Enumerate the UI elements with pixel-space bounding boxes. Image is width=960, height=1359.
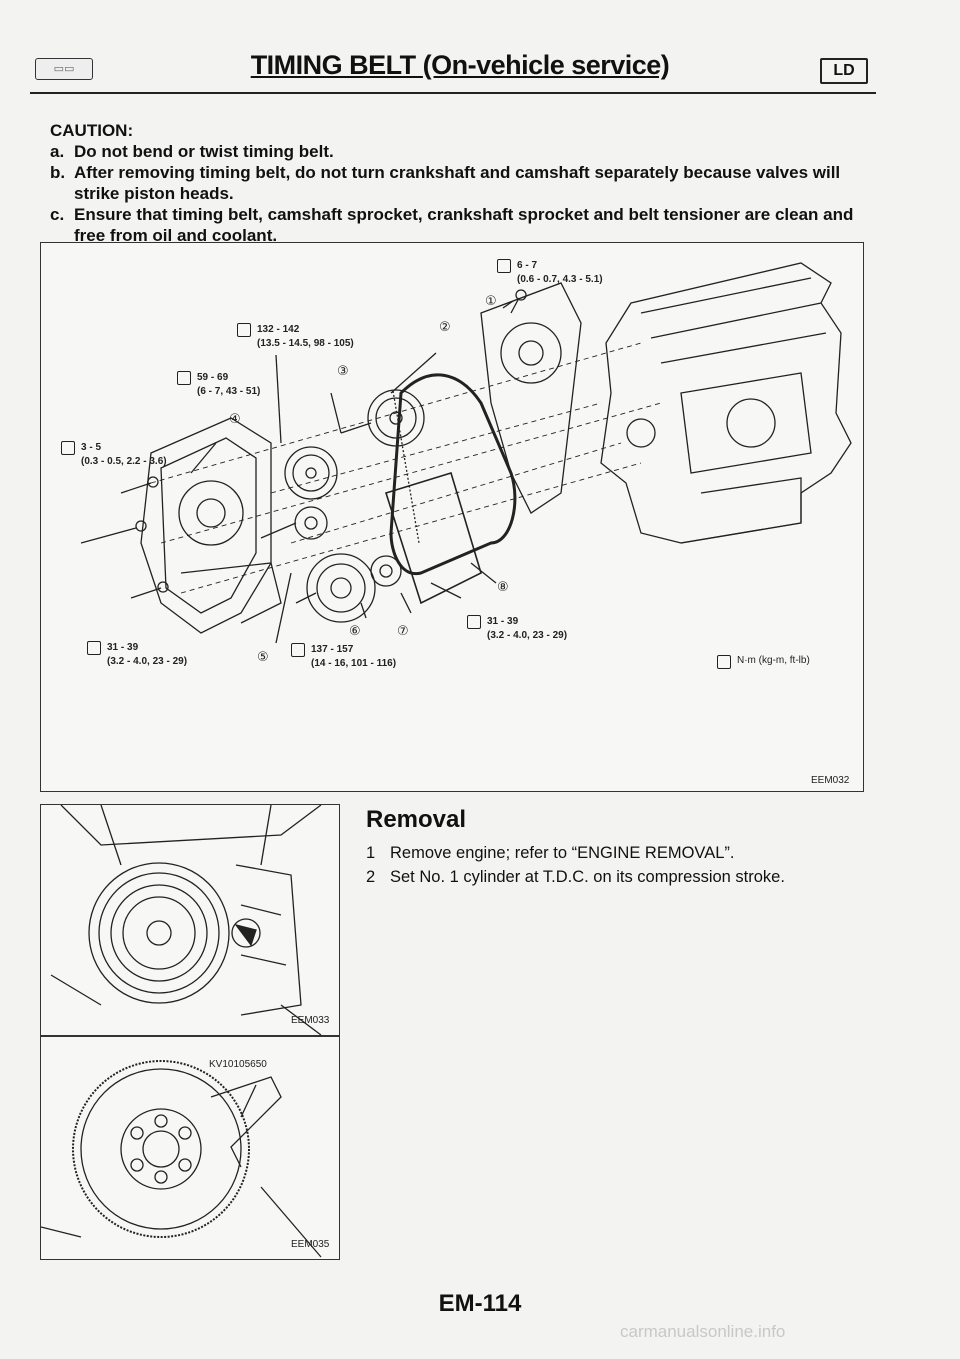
step-text: Set No. 1 cylinder at T.D.C. on its comp… (390, 868, 785, 886)
torque-wrench-icon (87, 641, 101, 655)
callout-6: ⑥ (349, 623, 361, 638)
torque-wrench-icon (291, 643, 305, 657)
torque-value: 3 - 5 (81, 442, 102, 453)
torque-value-imperial: (6 - 7, 43 - 51) (197, 386, 261, 397)
torque-spec: 59 - 69 (6 - 7, 43 - 51) (177, 371, 260, 399)
torque-value-imperial: (3.2 - 4.0, 23 - 29) (487, 630, 568, 641)
figure-code: EEM035 (291, 1239, 330, 1250)
caution-text: After removing timing belt, do not turn … (74, 163, 841, 203)
callout-8: ⑧ (497, 579, 509, 594)
unit-legend-text: N·m (kg-m, ft-lb) (737, 655, 810, 666)
torque-value-imperial: (0.3 - 0.5, 2.2 - 3.6) (81, 456, 167, 467)
torque-spec: 31 - 39 (3.2 - 4.0, 23 - 29) (87, 641, 187, 669)
special-tool-label: KV10105650 (209, 1059, 267, 1070)
manual-logo: ▭▭ (35, 58, 93, 80)
caution-text: Ensure that timing belt, camshaft sprock… (74, 205, 854, 245)
torque-value: 137 - 157 (311, 644, 354, 655)
torque-value: 59 - 69 (197, 372, 229, 383)
caution-letter: b. (50, 163, 66, 182)
callout-2: ② (439, 319, 451, 334)
header-rule (30, 92, 876, 94)
callout-4: ④ (229, 411, 241, 426)
figure-code: EEM032 (811, 775, 850, 786)
crank-pulley-drawing (50, 805, 322, 1035)
torque-value: 132 - 142 (257, 324, 300, 335)
torque-wrench-icon (467, 615, 481, 629)
torque-value-imperial: (13.5 - 14.5, 98 - 105) (257, 338, 354, 349)
torque-value: 6 - 7 (517, 260, 538, 271)
callout-1: ① (485, 293, 497, 308)
torque-wrench-icon (237, 323, 251, 337)
step-text: Remove engine; refer to “ENGINE REMOVAL”… (390, 844, 735, 862)
page-number: EM-114 (438, 1290, 522, 1317)
caution-item: b. After removing timing belt, do not tu… (50, 162, 880, 204)
torque-wrench-icon (497, 259, 511, 273)
caution-text: Do not bend or twist timing belt. (74, 142, 334, 161)
torque-value-imperial: (0.6 - 0.7, 4.3 - 5.1) (517, 274, 603, 285)
flywheel-drawing (41, 1060, 322, 1258)
figure-code: EEM033 (291, 1015, 330, 1026)
removal-step: 1 Remove engine; refer to “ENGINE REMOVA… (366, 844, 734, 863)
caution-item: c. Ensure that timing belt, camshaft spr… (50, 204, 880, 246)
torque-spec: 137 - 157 (14 - 16, 101 - 116) (291, 643, 396, 671)
exploded-view-drawing (80, 262, 852, 644)
torque-value: 31 - 39 (487, 616, 519, 627)
callout-3: ③ (337, 363, 349, 378)
torque-spec: 6 - 7 (0.6 - 0.7, 4.3 - 5.1) (497, 259, 603, 287)
torque-wrench-icon (61, 441, 75, 455)
caution-item: a. Do not bend or twist timing belt. (50, 141, 880, 162)
page-title-prefix: TIMING BELT (250, 50, 423, 80)
unit-legend: N·m (kg-m, ft-lb) (717, 655, 810, 669)
torque-value-imperial: (3.2 - 4.0, 23 - 29) (107, 656, 188, 667)
caution-heading: CAUTION: (50, 121, 134, 140)
timing-belt-exploded-figure: 6 - 7 (0.6 - 0.7, 4.3 - 5.1) 132 - 142 (… (40, 242, 864, 792)
section-heading: Removal (366, 806, 467, 833)
torque-wrench-icon (177, 371, 191, 385)
engine-badge: LD (820, 58, 868, 84)
step-number: 1 (366, 844, 376, 862)
page-title: TIMING BELT (On-vehicle service) (140, 50, 780, 81)
caution-section: CAUTION: a. Do not bend or twist timing … (50, 120, 880, 246)
page-title-suffix: (On-vehicle service) (422, 50, 670, 80)
caution-letter: c. (50, 205, 65, 224)
watermark: carmanualsonline.info (620, 1322, 786, 1341)
step-number: 2 (366, 868, 376, 886)
torque-value: 31 - 39 (107, 642, 139, 653)
caution-letter: a. (50, 142, 65, 161)
torque-value-imperial: (14 - 16, 101 - 116) (311, 658, 397, 669)
torque-spec: 132 - 142 (13.5 - 14.5, 98 - 105) (237, 323, 354, 351)
torque-spec: 3 - 5 (0.3 - 0.5, 2.2 - 3.6) (61, 441, 167, 469)
torque-spec: 31 - 39 (3.2 - 4.0, 23 - 29) (467, 615, 567, 643)
flywheel-figure: KV10105650 EEM035 (40, 1036, 340, 1260)
callout-7: ⑦ (397, 623, 409, 638)
torque-wrench-icon (717, 655, 731, 669)
callout-5: ⑤ (257, 649, 269, 664)
crank-pulley-figure: EEM033 (40, 804, 340, 1036)
removal-step: 2 Set No. 1 cylinder at T.D.C. on its co… (366, 868, 785, 887)
